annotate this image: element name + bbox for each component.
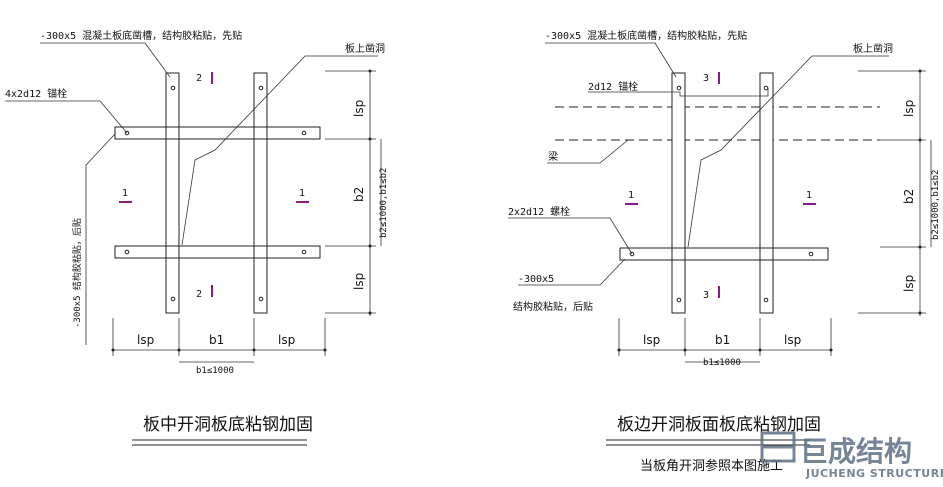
left-dim-b1: b1 bbox=[209, 333, 224, 347]
right-dim-lsp-1: lsp bbox=[643, 333, 660, 347]
right-plate-num-left: 1 bbox=[628, 190, 634, 201]
right-drawing bbox=[508, 42, 932, 446]
left-anchor-label: 4x2d12 锚栓 bbox=[5, 87, 67, 100]
left-plate-num-right: 1 bbox=[299, 188, 305, 199]
left-vertical-plate-1 bbox=[165, 72, 180, 314]
left-horizontal-plate-2 bbox=[114, 245, 321, 259]
right-dim-b1: b1 bbox=[715, 333, 730, 347]
right-plate-label-2: 结构胶粘贴，后贴 bbox=[513, 300, 593, 313]
left-vertical-plate-2 bbox=[253, 72, 268, 314]
left-dim-right-note: b2≤1000,b1≤b2 bbox=[379, 168, 389, 238]
right-dim-right-lsp-2: lsp bbox=[902, 275, 916, 292]
left-top-label: -300x5 混凝土板底凿槽，结构胶粘贴，先贴 bbox=[40, 29, 242, 42]
left-dim-right-lsp-2: lsp bbox=[352, 273, 366, 290]
watermark-en: JUCHENG STRUCTURE bbox=[805, 467, 943, 480]
right-title: 板边开洞板面板底粘钢加固 bbox=[617, 415, 821, 435]
right-dim-right-note: b2≤1000,b1≤b2 bbox=[931, 170, 941, 240]
left-side-label: -300x5 结构胶粘贴，后贴 bbox=[71, 218, 83, 328]
watermark-logo: 巨成结构 JUCHENG STRUCTURE bbox=[760, 431, 943, 480]
left-plate-num-left: 1 bbox=[122, 188, 128, 199]
right-beam-label: 梁 bbox=[548, 150, 558, 163]
left-plate-num-bottom: 2 bbox=[196, 289, 202, 300]
right-dim-bottom-note: b1≤1000 bbox=[703, 358, 741, 368]
anchor-dot bbox=[301, 130, 307, 136]
right-dim-right-b2: b2 bbox=[902, 189, 916, 204]
right-top-label: -300x5 混凝土板底凿槽，结构胶粘贴，先贴 bbox=[545, 29, 747, 42]
anchor-dot bbox=[170, 85, 176, 91]
anchor-dot bbox=[258, 296, 264, 302]
left-horizontal-plate-1 bbox=[114, 126, 321, 140]
anchor-dot bbox=[170, 296, 176, 302]
right-dim-lsp-2: lsp bbox=[784, 333, 801, 347]
right-plate-num-bottom: 3 bbox=[703, 290, 709, 301]
left-hole-label: 板上凿洞 bbox=[345, 42, 385, 55]
anchor-dot bbox=[124, 130, 130, 136]
right-dim-right-lsp-1: lsp bbox=[902, 100, 916, 117]
anchor-dot bbox=[258, 85, 264, 91]
right-hole-label: 板上凿洞 bbox=[853, 42, 893, 55]
left-drawing bbox=[5, 42, 382, 446]
anchor-dot bbox=[124, 249, 130, 255]
right-anchor-label: 2d12 锚栓 bbox=[588, 80, 638, 93]
right-vertical-plate-1 bbox=[671, 72, 686, 314]
left-dim-right-lsp-1: lsp bbox=[352, 100, 366, 117]
anchor-dot bbox=[301, 249, 307, 255]
right-horizontal-plate bbox=[619, 247, 829, 261]
right-plate-label: -300x5 bbox=[518, 274, 554, 285]
right-bolt-label: 2x2d12 螺栓 bbox=[508, 205, 570, 218]
left-dim-lsp-2: lsp bbox=[278, 333, 295, 347]
left-dim-lsp-1: lsp bbox=[137, 333, 154, 347]
watermark-cn: 巨成结构 bbox=[800, 435, 912, 468]
right-subtitle: 当板角开洞参照本图施工 bbox=[640, 458, 783, 474]
left-dim-bottom-note: b1≤1000 bbox=[196, 366, 234, 376]
right-vertical-plate-2 bbox=[759, 72, 774, 314]
right-plate-num-right: 1 bbox=[806, 190, 812, 201]
left-title: 板中开洞板底粘钢加固 bbox=[143, 415, 313, 435]
left-plate-num-top: 2 bbox=[196, 73, 202, 84]
left-dim-right-b2: b2 bbox=[352, 187, 366, 202]
right-plate-num-top: 3 bbox=[703, 73, 709, 84]
